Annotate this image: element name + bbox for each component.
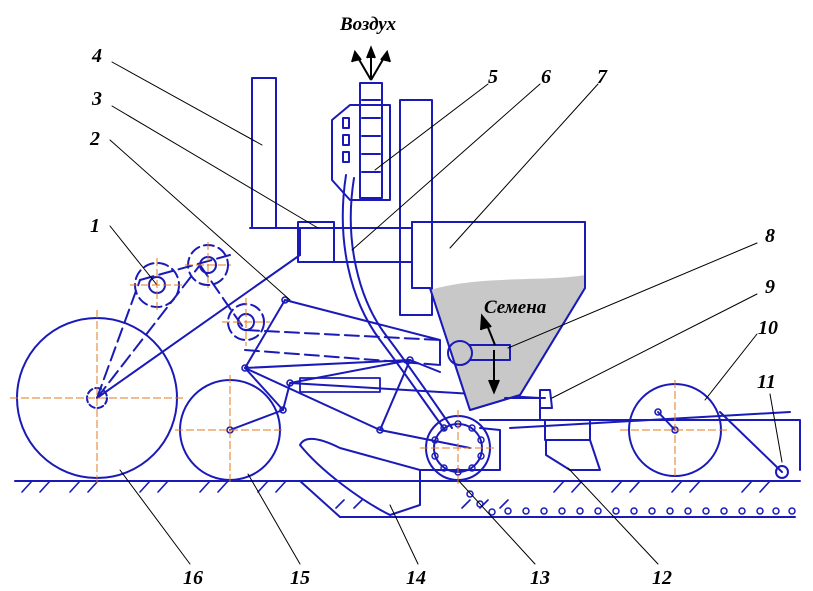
leader-lines [109,61,783,565]
label-13: 13 [530,567,550,589]
label-3: 3 [91,88,102,110]
hitch-11 [775,465,789,479]
label-1: 1 [90,215,100,237]
air-pipe-6 [341,174,446,431]
label-10: 10 [758,317,778,339]
air-pipe-6-inner [349,177,453,429]
lever-9 [504,389,553,409]
seed-arrows [480,313,500,395]
hopper-7-outline [411,221,586,411]
fan-5 [331,82,391,201]
air-arrows [351,45,391,81]
label-16: 16 [183,567,203,589]
post-4-left [251,77,277,229]
label-7: 7 [597,66,608,88]
label-4: 4 [91,45,102,67]
label-2: 2 [89,128,100,150]
coulter-14-body [419,427,501,471]
seed-fill [430,275,585,410]
press-shoe-12 [545,439,601,471]
block-3 [297,221,335,263]
center-marks [10,242,730,486]
coulter-14 [299,437,421,516]
label-15: 15 [290,567,310,589]
label-5: 5 [488,66,498,88]
air-label: Воздух [339,14,396,35]
label-11: 11 [757,371,776,393]
label-8: 8 [765,225,775,247]
post-4-right [399,99,433,316]
label-6: 6 [541,66,551,88]
seeds-in-furrow [466,490,796,516]
label-9: 9 [765,276,775,298]
shaft-8 [447,340,473,366]
label-12: 12 [652,567,672,589]
label-14: 14 [406,567,426,589]
seeds-label: Семена [484,297,547,318]
ground [14,480,801,518]
shaft-8-rod [469,344,511,361]
